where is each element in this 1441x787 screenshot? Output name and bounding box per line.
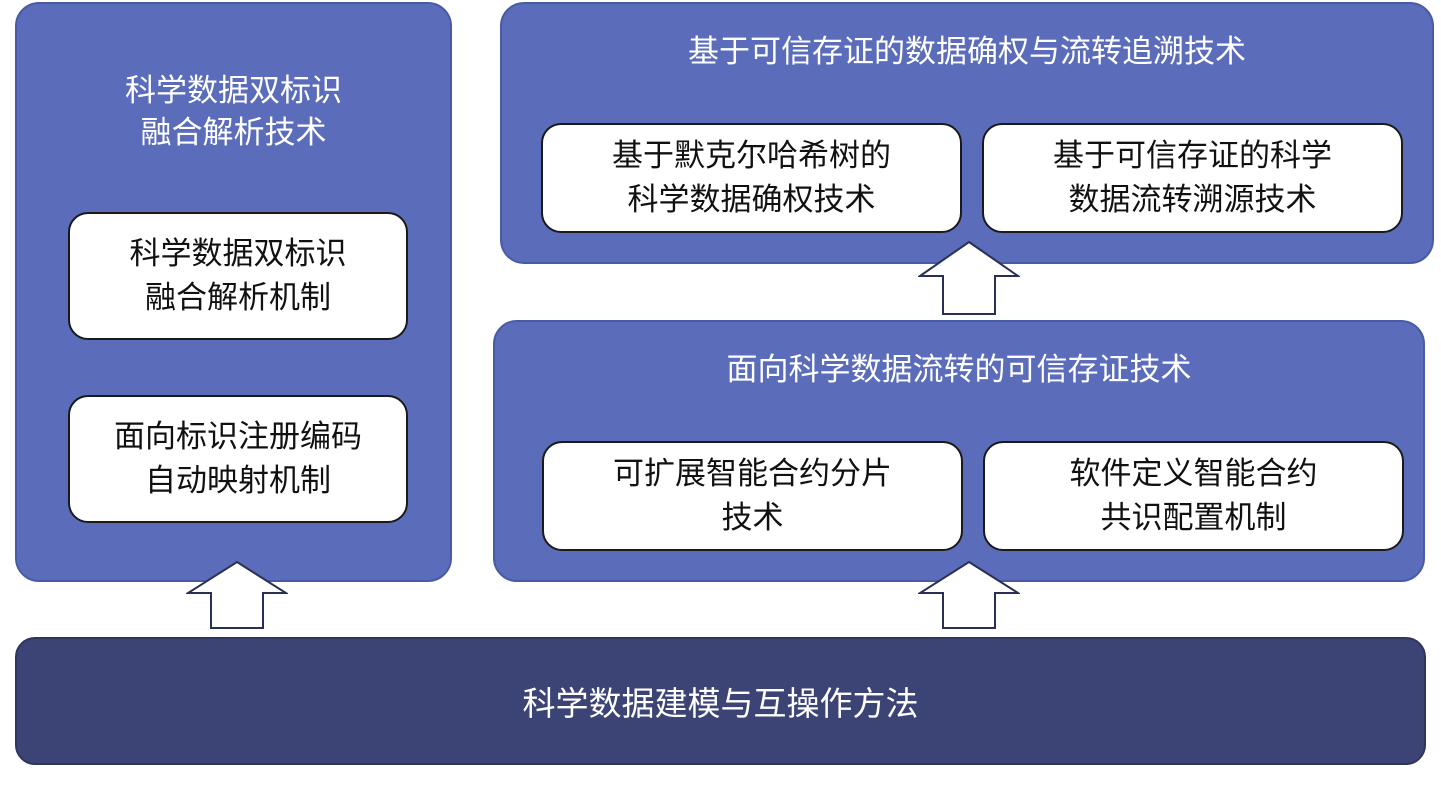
base-bar: 科学数据建模与互操作方法 — [15, 637, 1426, 765]
box-merkle-tree-rights: 基于默克尔哈希树的 科学数据确权技术 — [541, 123, 962, 233]
top-right-panel: 基于可信存证的数据确权与流转追溯技术 基于默克尔哈希树的 科学数据确权技术 基于… — [500, 2, 1434, 264]
up-arrow-top-icon — [918, 240, 1020, 315]
box-scalable-contract-sharding: 可扩展智能合约分片 技术 — [542, 441, 963, 551]
top-right-panel-title: 基于可信存证的数据确权与流转追溯技术 — [688, 34, 1246, 70]
base-bar-title: 科学数据建模与互操作方法 — [522, 684, 919, 723]
left-box-auto-mapping-mechanism: 面向标识注册编码 自动映射机制 — [68, 395, 408, 523]
middle-right-panel: 面向科学数据流转的可信存证技术 可扩展智能合约分片 技术 软件定义智能合约 共识… — [493, 320, 1425, 582]
up-arrow-middle-icon — [918, 560, 1020, 629]
box-trusted-evidence-tracing: 基于可信存证的科学 数据流转溯源技术 — [982, 123, 1403, 233]
middle-right-panel-title: 面向科学数据流转的可信存证技术 — [726, 352, 1192, 388]
up-arrow-left-icon — [186, 560, 288, 629]
left-panel-title: 科学数据双标识 融合解析技术 — [125, 73, 342, 151]
box-software-defined-consensus: 软件定义智能合约 共识配置机制 — [983, 441, 1404, 551]
left-box-dual-identifier-mechanism: 科学数据双标识 融合解析机制 — [68, 212, 408, 340]
left-panel: 科学数据双标识 融合解析技术 科学数据双标识 融合解析机制 面向标识注册编码 自… — [15, 2, 452, 582]
